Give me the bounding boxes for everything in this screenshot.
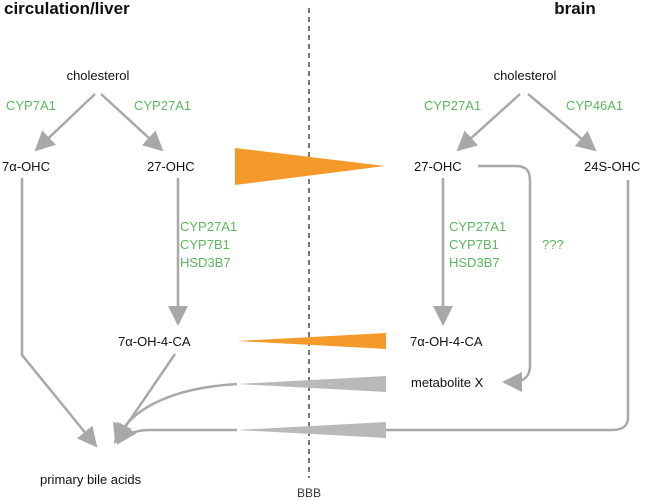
heading-circulation-liver: circulation/liver <box>4 0 130 18</box>
heading-brain: brain <box>554 0 596 18</box>
arrow-7a-ohc-to-bile-acids <box>20 178 98 448</box>
brain-7a-oh-4-ca-label: 7α-OH-4-CA <box>410 334 483 349</box>
metabolite-x-label: metabolite X <box>411 375 484 390</box>
unknown-pathway-label: ??? <box>542 237 564 252</box>
line-24s-ohc-efflux <box>386 180 630 432</box>
brain-cholesterol-label: cholesterol <box>494 68 557 83</box>
wedge-7a-oh-4-ca-efflux <box>237 333 386 349</box>
liver-enzyme-cyp27a1: CYP27A1 <box>134 98 191 113</box>
arrow-chol-to-7a-ohc <box>34 93 96 152</box>
brain-enzyme-stack-3: HSD3B7 <box>449 255 500 270</box>
bbb-label: BBB <box>297 486 321 500</box>
wedge-27-ohc-influx <box>235 148 385 185</box>
liver-enzyme-stack-1: CYP27A1 <box>180 219 237 234</box>
liver-enzyme-cyp7a1: CYP7A1 <box>6 98 56 113</box>
brain-27-ohc-label: 27-OHC <box>414 159 462 174</box>
liver-cholesterol-label: cholesterol <box>67 68 130 83</box>
wedge-24s-ohc-efflux <box>237 422 386 438</box>
liver-27-ohc-label: 27-OHC <box>147 159 195 174</box>
arrow-chol-to-27-ohc-liver <box>100 93 164 152</box>
liver-enzyme-stack-3: HSD3B7 <box>180 255 231 270</box>
wedge-metabolite-x-efflux <box>237 376 386 392</box>
arrow-chol-to-27-ohc-brain <box>456 93 521 152</box>
brain-24s-ohc-label: 24S-OHC <box>584 159 640 174</box>
liver-7a-oh-4-ca-label: 7α-OH-4-CA <box>118 334 191 349</box>
arrow-chol-to-24s-ohc <box>527 93 597 152</box>
brain-enzyme-cyp27a1: CYP27A1 <box>424 98 481 113</box>
arrow-24s-ohc-to-bile-acids <box>116 422 237 445</box>
liver-7a-ohc-label: 7α-OHC <box>2 159 50 174</box>
brain-enzyme-stack-2: CYP7B1 <box>449 237 499 252</box>
brain-enzyme-cyp46a1: CYP46A1 <box>566 98 623 113</box>
brain-enzyme-stack-1: CYP27A1 <box>449 219 506 234</box>
liver-enzyme-stack-2: CYP7B1 <box>180 237 230 252</box>
arrow-27-ohc-to-metabolite-x <box>478 164 532 392</box>
primary-bile-acids-label: primary bile acids <box>40 472 142 487</box>
